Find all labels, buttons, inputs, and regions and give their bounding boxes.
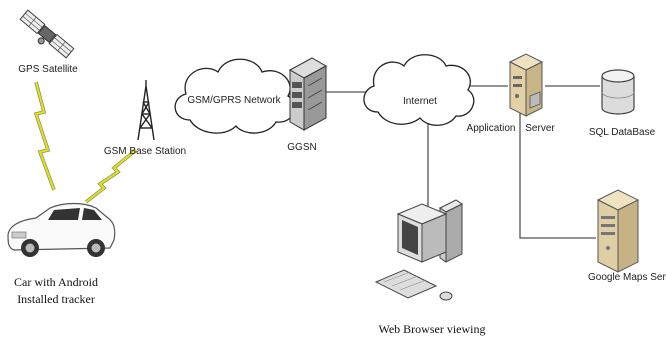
gsm-base-station-label: GSM Base Station [104, 146, 186, 157]
connector-lines [262, 85, 600, 239]
server-icon [596, 189, 640, 273]
web-browser-label: Web Browser viewing [378, 322, 485, 336]
gsm-gprs-network-label: GSM/GPRS Network [187, 95, 281, 106]
lightning-icon [33, 81, 138, 204]
application-label: Application [467, 123, 516, 134]
car-label-line1: Car with Android [14, 275, 98, 289]
cell-tower-icon [137, 80, 155, 141]
satellite-icon [19, 9, 75, 59]
google-maps-server-label: Google Maps Server [588, 272, 666, 283]
server-label: Server [525, 123, 555, 134]
internet-label: Internet [403, 96, 437, 107]
server-icon [508, 53, 544, 117]
sql-database-label: SQL DataBase [589, 127, 656, 138]
router-icon [288, 57, 328, 131]
computer-icon [374, 199, 463, 301]
ggsn-label: GGSN [287, 142, 316, 153]
cloud-icon [174, 58, 296, 134]
car-icon [7, 202, 116, 257]
gps-satellite-label: GPS Satellite [18, 64, 78, 75]
cloud-icon [363, 54, 475, 126]
database-icon [601, 69, 635, 115]
car-label-line2: Installed tracker [17, 292, 95, 306]
line-server-googlemaps [519, 110, 596, 239]
